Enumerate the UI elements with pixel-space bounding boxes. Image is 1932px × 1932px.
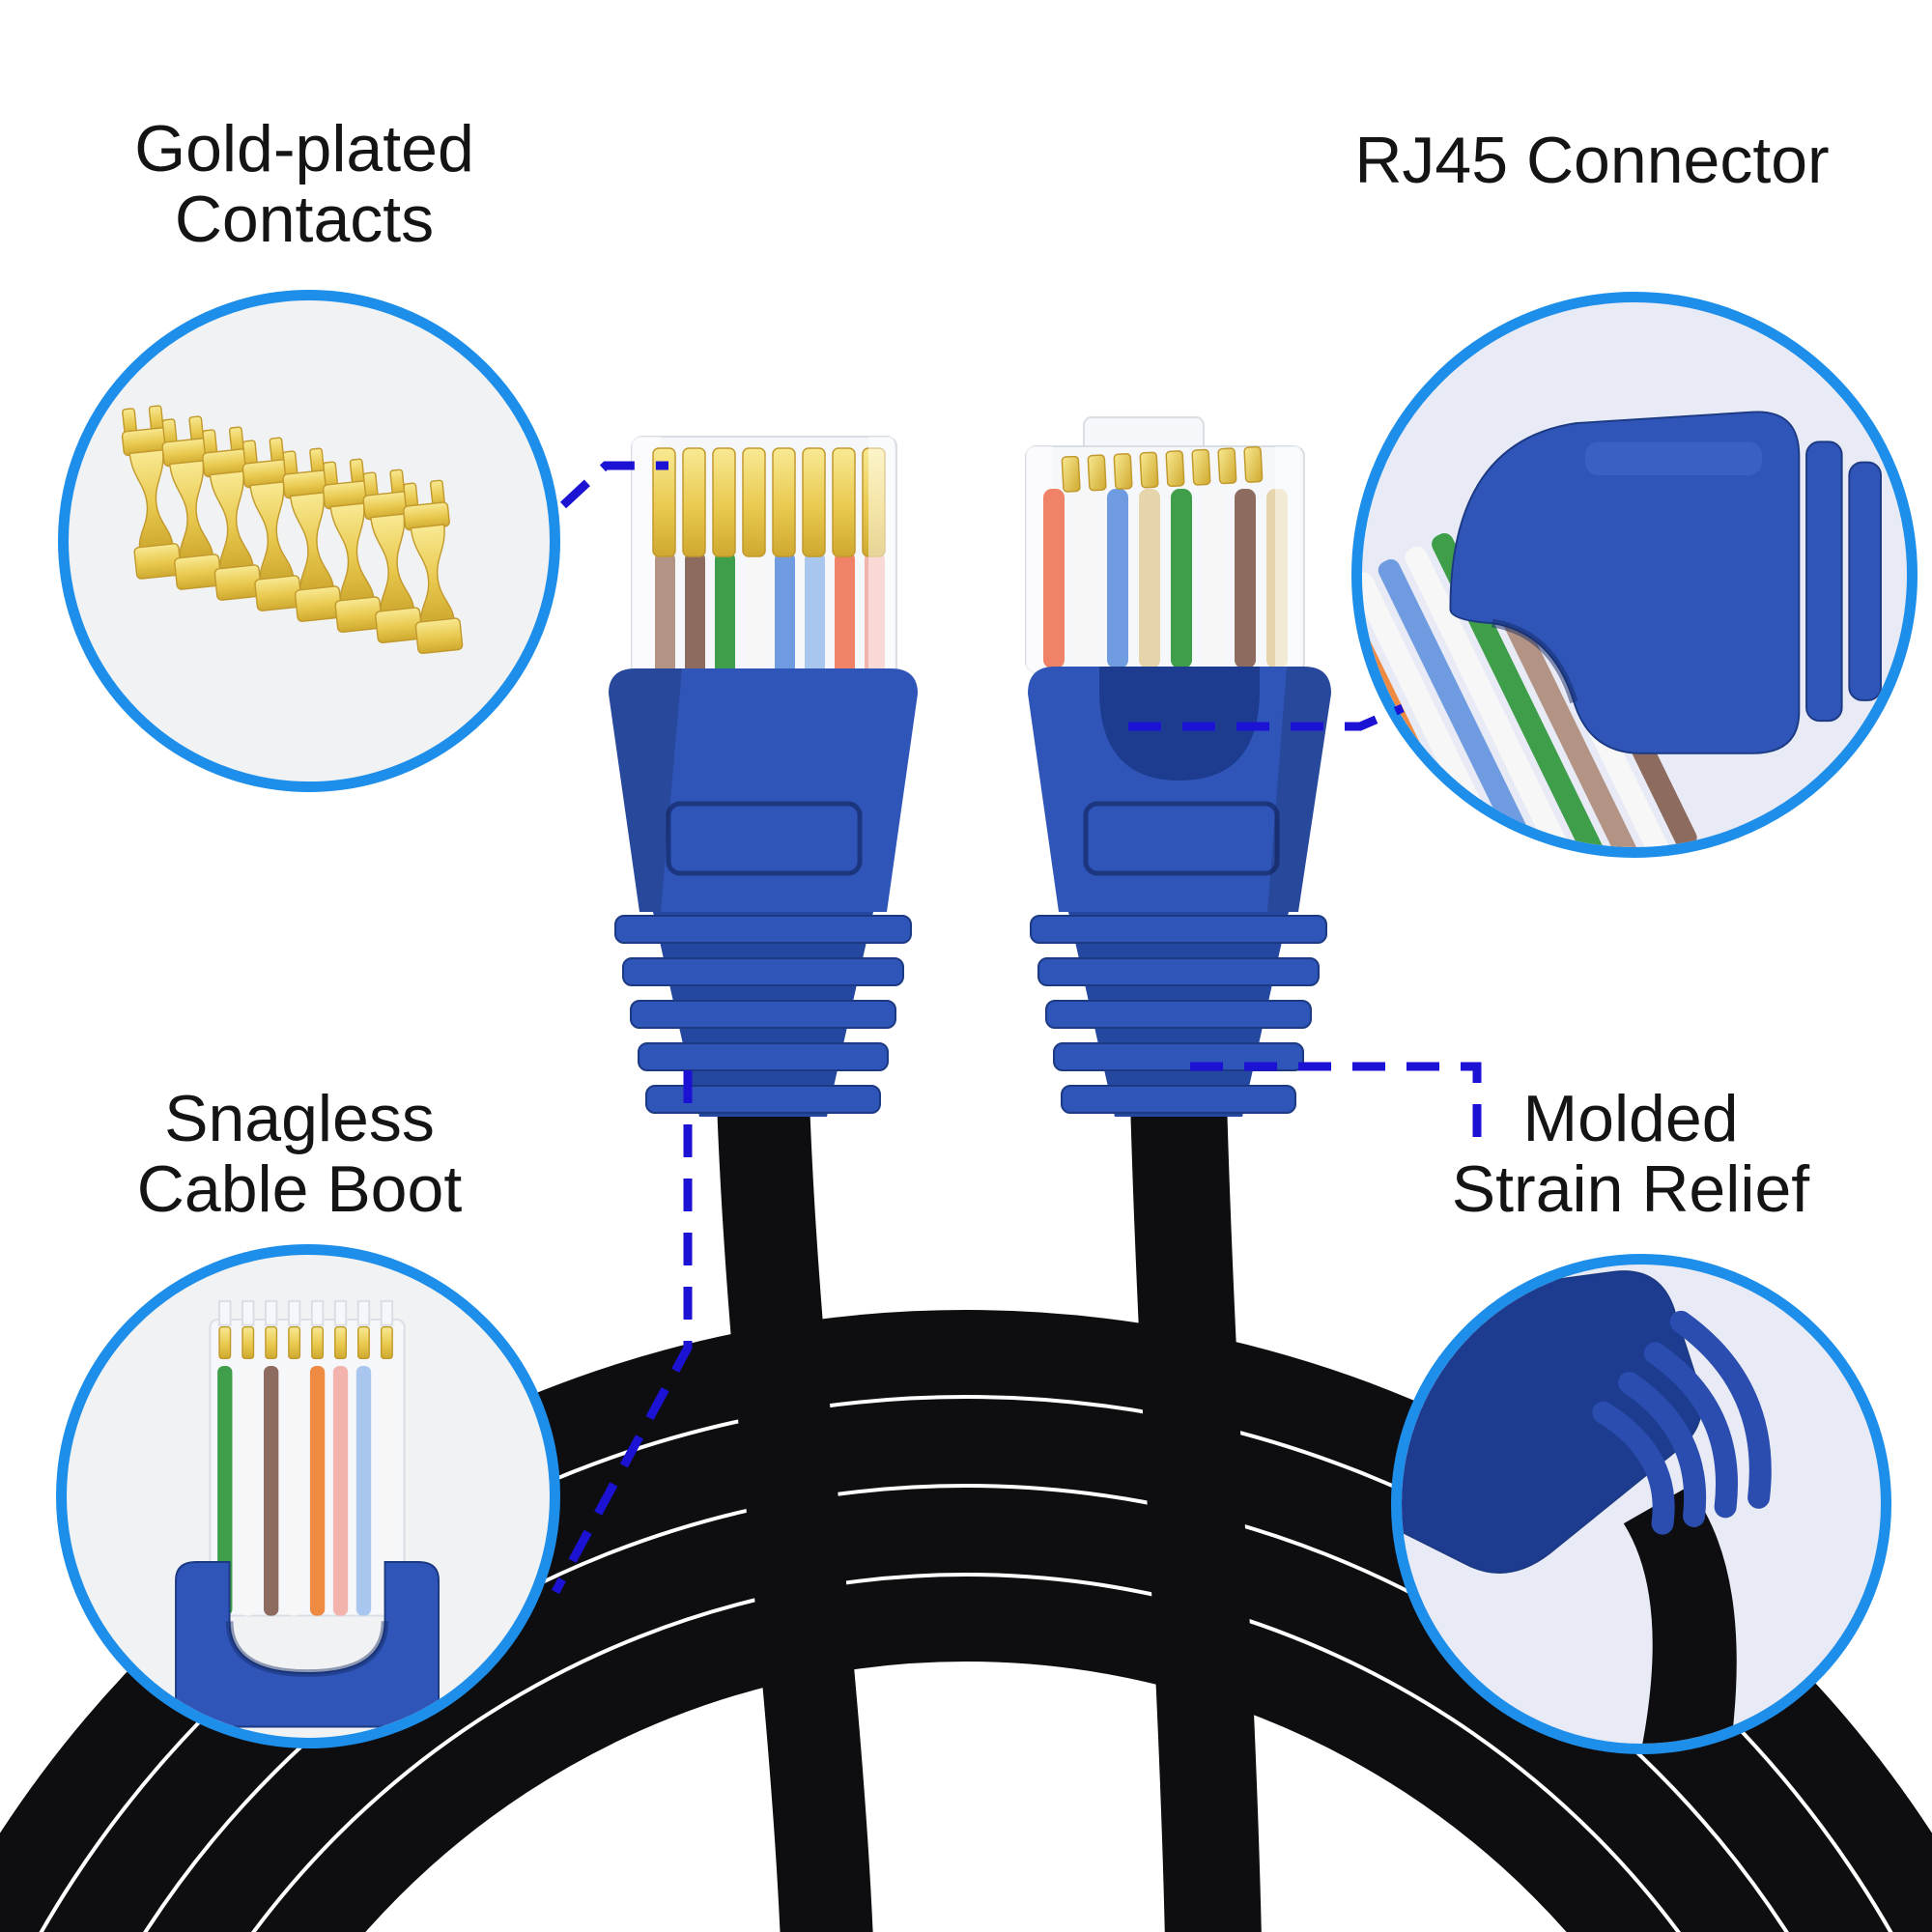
label-rj45-connector: RJ45 Connector (1321, 124, 1862, 197)
left-cable (717, 1097, 873, 1932)
left-strain-relief-ridges (614, 915, 912, 1114)
label-line: Contacts (174, 183, 435, 257)
inset-cable (1623, 1486, 1737, 1744)
inset-ridge-fins (1592, 1310, 1772, 1535)
gold-contacts-inset (58, 290, 560, 792)
right-connector-gold-pins (1061, 445, 1264, 493)
rj45-connector-inset-image (1362, 411, 1883, 847)
label-molded-strain-relief: Molded Strain Relief (1360, 1082, 1901, 1227)
strain-relief-inset (1391, 1254, 1891, 1754)
snagless-boot-inset (56, 1244, 560, 1748)
right-boot-indent (1083, 801, 1280, 876)
label-line: Molded (1522, 1082, 1739, 1155)
left-rj45-connector (609, 436, 918, 1117)
gold-contacts-inset-image (121, 405, 464, 655)
right-rj45-connector (1025, 416, 1331, 1117)
rj45-connector-inset (1351, 292, 1918, 858)
label-line: RJ45 Connector (1354, 124, 1830, 197)
strain-relief-inset-image (1402, 1270, 1772, 1744)
label-snagless-cable-boot: Snagless Cable Boot (29, 1082, 570, 1227)
label-line: Cable Boot (136, 1152, 463, 1227)
inset-wires (217, 1365, 395, 1616)
left-boot-indent (666, 801, 863, 876)
inset-pin-tips (218, 1299, 394, 1359)
coiled-cable (0, 1310, 1932, 1932)
label-line: Gold-plated (134, 112, 474, 185)
label-line: Strain Relief (1451, 1152, 1810, 1227)
label-line: Snagless (164, 1082, 435, 1155)
label-gold-plated-contacts: Gold-plated Contacts (34, 112, 575, 257)
right-cable (1130, 1097, 1262, 1932)
snagless-boot-inset-image (175, 1299, 440, 1728)
